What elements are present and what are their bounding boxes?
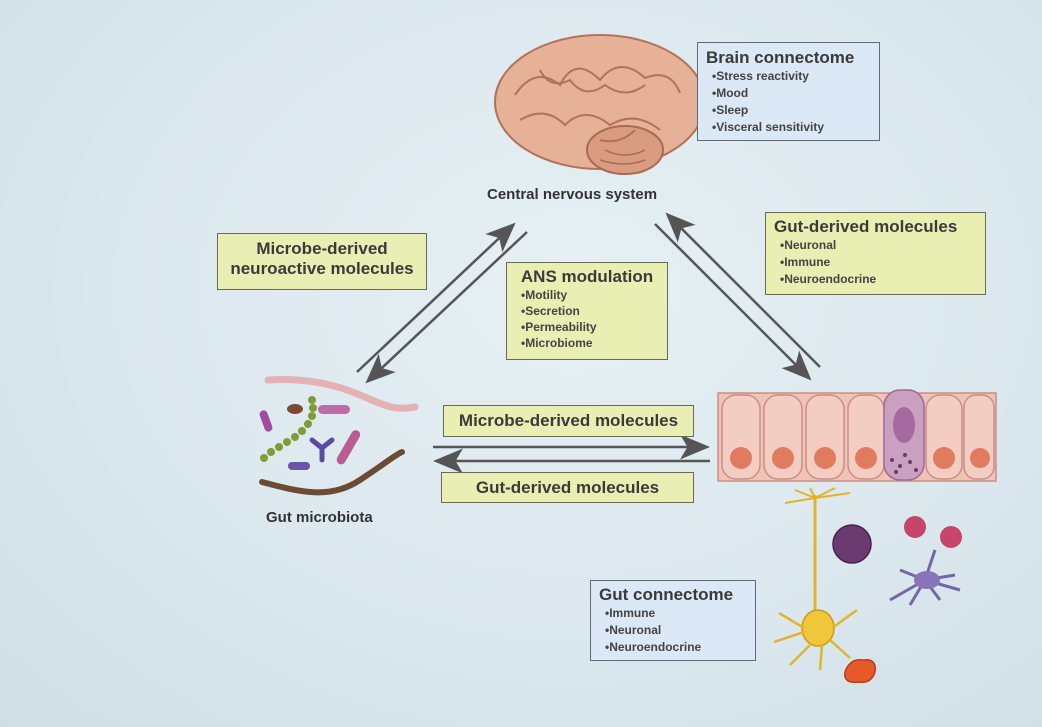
- gut-connectome-box: Gut connectome Immune Neuronal Neuroendo…: [590, 580, 756, 661]
- brain-connectome-title: Brain connectome: [706, 48, 855, 67]
- brain-icon: [494, 34, 706, 175]
- gut-derived-center-title: Gut-derived molecules: [475, 478, 660, 497]
- brain-connectome-item: Mood: [706, 85, 871, 102]
- brain-connectome-item: Sleep: [706, 102, 871, 119]
- gut-microbiota-icon: [259, 376, 419, 496]
- microbe-neuroactive-line2: neuroactive molecules: [230, 259, 414, 278]
- brain-connectome-item: Visceral sensitivity: [706, 119, 871, 136]
- gut-connectome-item: Neuronal: [599, 622, 747, 639]
- microbe-neuroactive-box: Microbe-derived neuroactive molecules: [217, 233, 427, 290]
- gut-derived-upper-item: Neuronal: [774, 237, 977, 254]
- gut-derived-upper-box: Gut-derived molecules Neuronal Immune Ne…: [765, 212, 986, 295]
- microbe-neuroactive-line1: Microbe-derived: [256, 239, 388, 258]
- microbe-derived-center-box: Microbe-derived molecules: [443, 405, 694, 437]
- cns-label: Central nervous system: [487, 186, 658, 203]
- gut-derived-upper-item: Neuroendocrine: [774, 271, 977, 288]
- gut-epithelium-icon: [717, 389, 997, 482]
- gut-connectome-title: Gut connectome: [599, 585, 734, 604]
- gut-derived-upper-item: Immune: [774, 254, 977, 271]
- arrow-cns-gut: [654, 212, 821, 381]
- arrow-microbiota-gut: [433, 434, 710, 474]
- arrow-cns-microbiota: [356, 222, 528, 384]
- microbiota-label: Gut microbiota: [266, 509, 373, 526]
- microbe-derived-center-title: Microbe-derived molecules: [458, 411, 679, 430]
- brain-connectome-item: Stress reactivity: [706, 68, 871, 85]
- gut-connectome-item: Neuroendocrine: [599, 639, 747, 656]
- ans-modulation-item: Permeability: [515, 319, 659, 335]
- gut-connectome-item: Immune: [599, 605, 747, 622]
- ans-modulation-item: Microbiome: [515, 335, 659, 351]
- immune-cells-icon: [832, 516, 962, 684]
- brain-connectome-box: Brain connectome Stress reactivity Mood …: [697, 42, 880, 141]
- gut-derived-center-box: Gut-derived molecules: [441, 472, 694, 503]
- gut-derived-upper-title: Gut-derived molecules: [774, 217, 958, 236]
- ans-modulation-item: Secretion: [515, 303, 659, 319]
- ans-modulation-item: Motility: [515, 287, 659, 303]
- ans-modulation-title: ANS modulation: [520, 267, 654, 286]
- neuron-icon: [773, 487, 858, 671]
- ans-modulation-box: ANS modulation Motility Secretion Permea…: [506, 262, 668, 360]
